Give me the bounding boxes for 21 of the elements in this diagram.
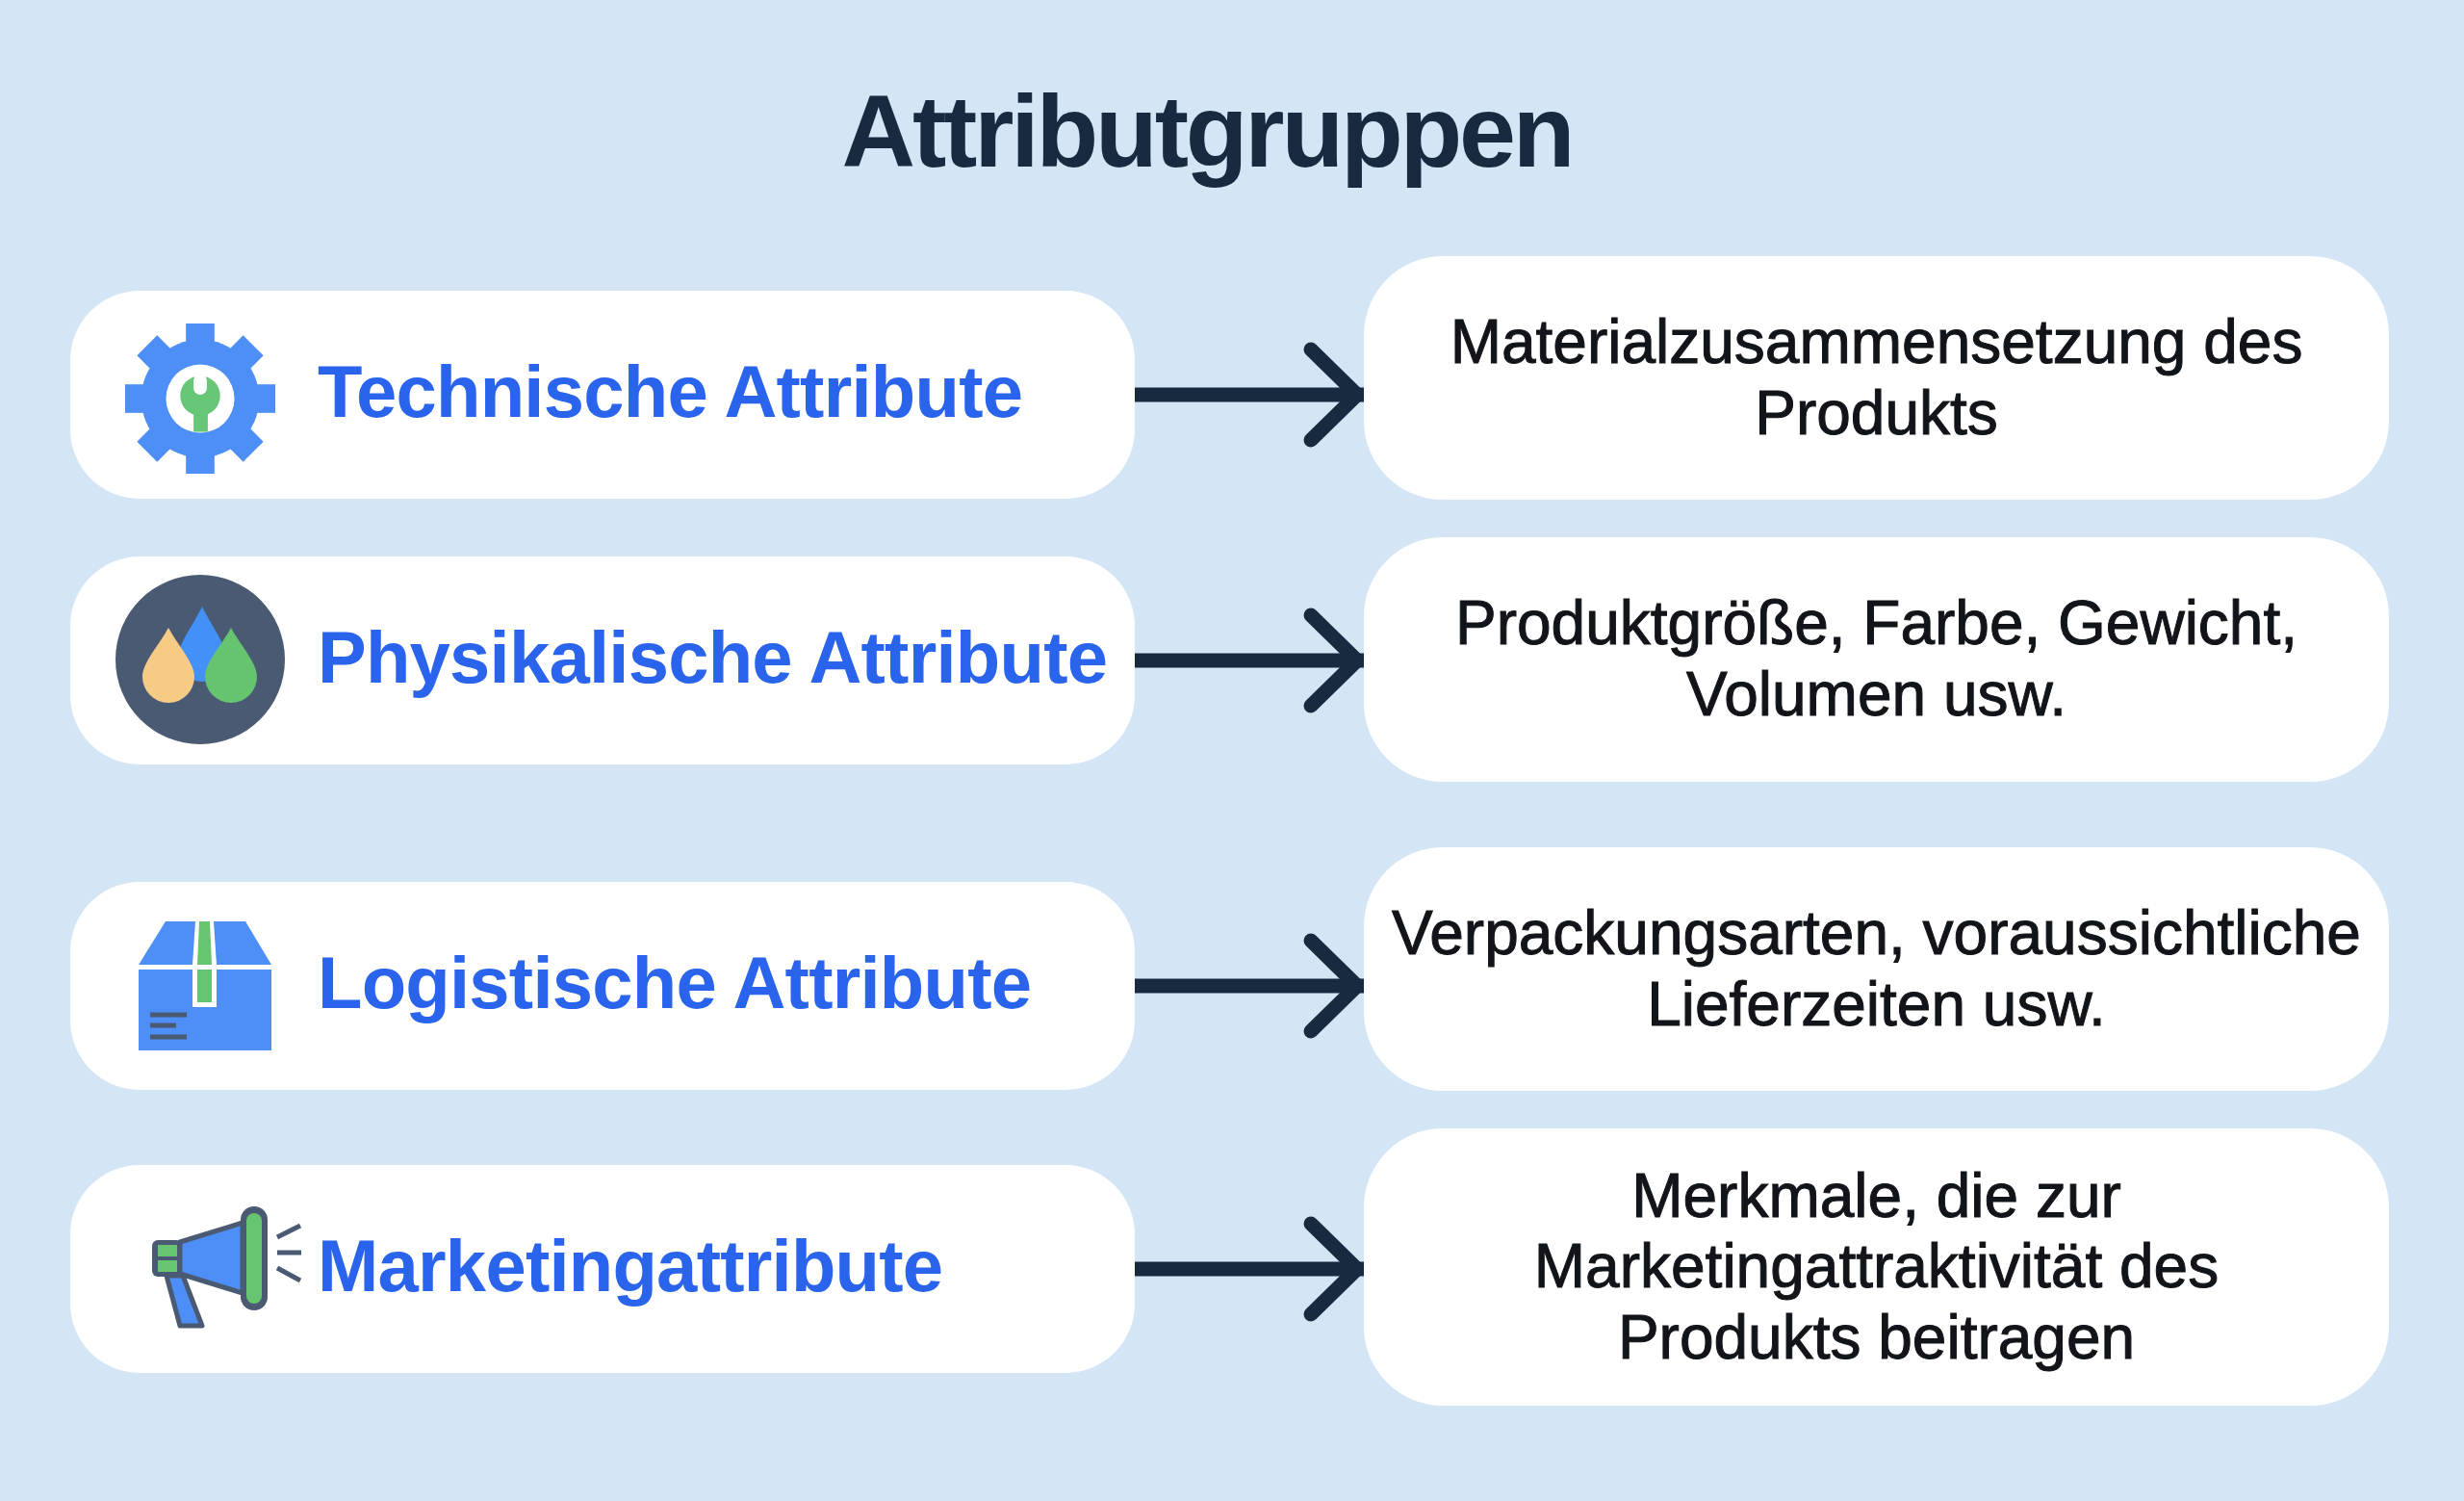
category-box [70, 882, 1135, 1090]
category-box [70, 1165, 1135, 1373]
category-label: Marketingattribute [318, 1226, 943, 1307]
description-text: Materialzusammensetzung des Produkts [1449, 306, 2304, 450]
category-label: Logistische Attribute [318, 943, 1032, 1023]
description-box [1364, 1128, 2389, 1406]
title: Attributgruppen [840, 73, 1574, 190]
category-label: Technische Attribute [318, 351, 1023, 432]
category-box [70, 291, 1135, 499]
description-text: Verpackungsarten, voraussichtliche Lieferzeiten usw. [1391, 897, 2362, 1041]
arrow [1135, 608, 1365, 713]
description-box [1364, 256, 2389, 500]
category-label: Physikalische Attribute [318, 617, 1108, 698]
description-text: Merkmale, die zur Marketingattraktivität des Produkts beitragen [1532, 1160, 2220, 1374]
description-box [1364, 537, 2389, 782]
arrow [1135, 1216, 1365, 1322]
arrow [1135, 342, 1365, 448]
arrow [1135, 933, 1365, 1039]
description-text: Produktgröße, Farbe, Gewicht, Volumen usw. [1454, 588, 2298, 731]
description-box [1364, 847, 2389, 1091]
category-box [70, 556, 1135, 764]
